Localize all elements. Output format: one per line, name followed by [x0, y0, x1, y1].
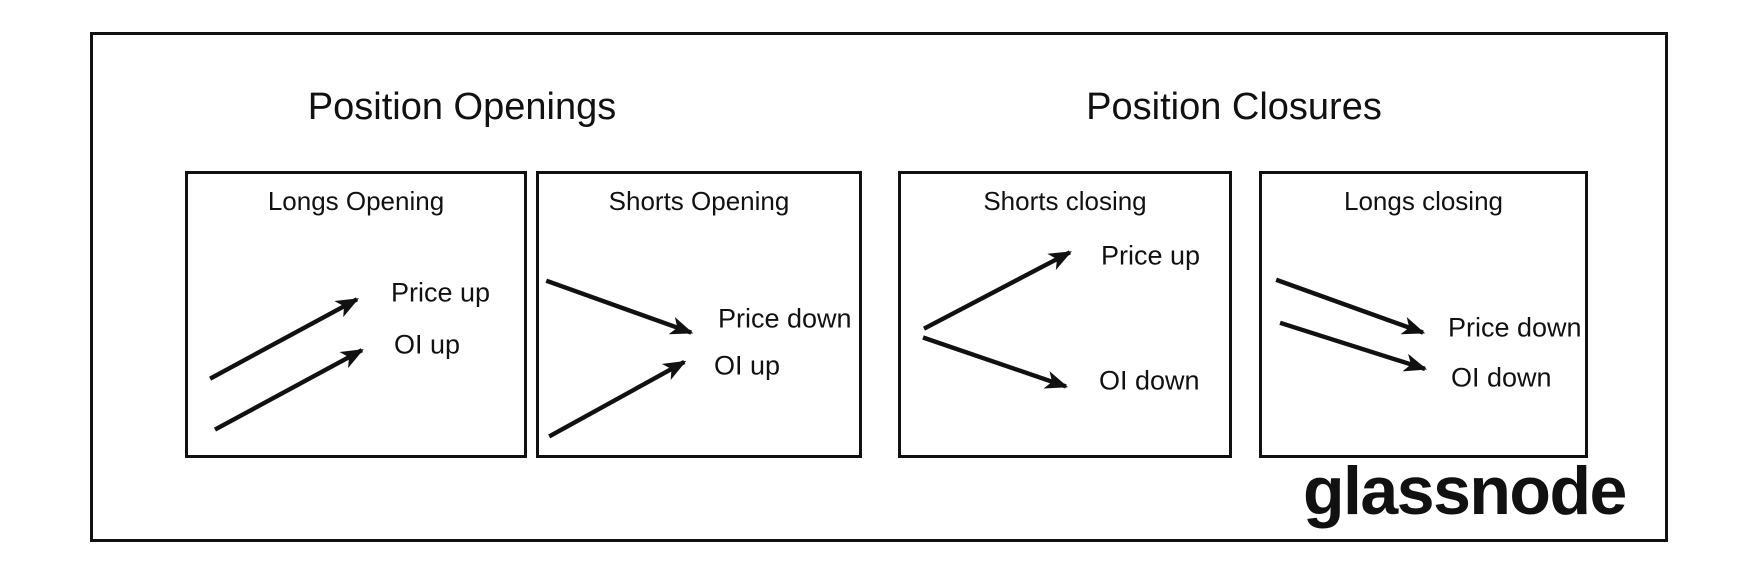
panel-title: Longs Opening [267, 186, 445, 216]
arrow-label-oi-down: OI down [1099, 365, 1200, 396]
arrow-label-price-up: Price up [1101, 240, 1201, 271]
arrow-up-right-icon [213, 348, 364, 432]
shorts-opening-arrows [545, 278, 694, 439]
shorts-closing-arrows [922, 250, 1072, 389]
arrow-up-right-icon [922, 250, 1072, 331]
arrow-label-oi-down: OI down [1451, 362, 1552, 393]
arrow-label-oi-up: OI up [394, 329, 461, 360]
panel-title: Longs closing [1344, 186, 1503, 216]
panel-shorts-opening: Shorts Opening Price down OI up [536, 171, 862, 458]
arrow-label-price-down: Price down [718, 303, 852, 334]
panel-shorts-closing: Shorts closing Price up OI down [898, 171, 1232, 458]
panel-longs-opening: Longs Opening Price up OI up [185, 171, 527, 458]
arrow-up-right-icon [209, 297, 359, 381]
longs-closing-arrows [1275, 277, 1428, 372]
glassnode-logo: glassnode [1303, 453, 1627, 529]
arrow-up-right-icon [548, 360, 687, 439]
panel-title: Shorts closing [983, 186, 1147, 216]
arrow-label-oi-up: OI up [714, 350, 781, 381]
longs-opening-arrows [209, 297, 364, 432]
arrow-label-price-down: Price down [1448, 312, 1582, 343]
arrow-down-right-icon [1275, 277, 1426, 335]
panel-longs-closing: Longs closing Price down OI down [1259, 171, 1588, 458]
arrow-down-right-icon [1279, 320, 1428, 372]
panel-title: Shorts Opening [608, 186, 790, 216]
arrow-down-right-icon [545, 278, 694, 335]
section-title-position-openings: Position Openings [307, 86, 617, 129]
arrow-label-price-up: Price up [391, 277, 491, 308]
section-title-position-closures: Position Closures [1086, 86, 1382, 129]
arrow-down-right-icon [922, 335, 1069, 389]
